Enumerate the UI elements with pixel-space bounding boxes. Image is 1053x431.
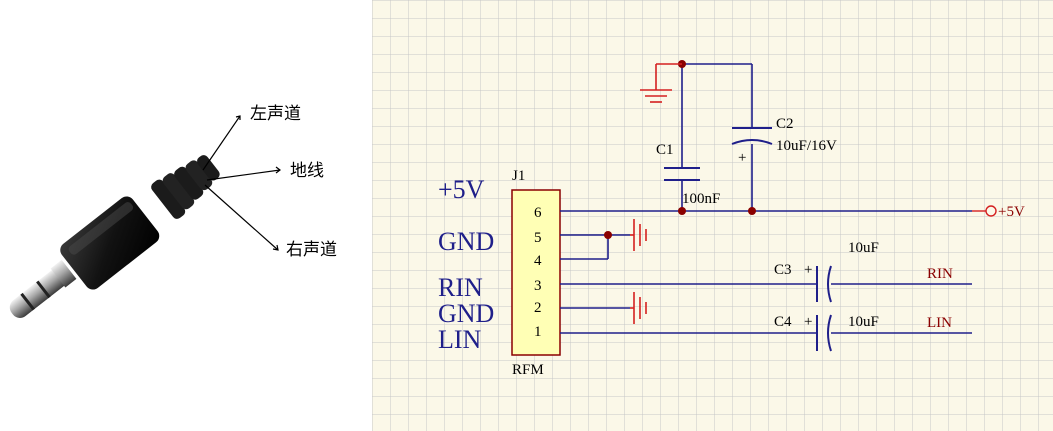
ground-symbol-mid: [630, 219, 647, 251]
pointer-lines: [202, 115, 281, 251]
label-ground: 地线: [290, 161, 324, 181]
capacitor-c2: [731, 127, 773, 145]
connector-ref: J1: [512, 168, 525, 184]
c1-value: 100nF: [682, 191, 720, 207]
connector-name: RFM: [512, 362, 544, 378]
net-label-rin: RIN: [438, 273, 483, 302]
capacitor-c3: [816, 265, 832, 303]
label-left-channel: 左声道: [250, 104, 301, 124]
c3-ref: C3: [774, 262, 792, 278]
plug-strain-relief: [151, 155, 220, 219]
grid-lines: [372, 0, 1053, 431]
net-label-gnd-2: GND: [438, 299, 494, 328]
schematic-diagram: J1 RFM 6 5 4 3 2 1 +5V GND RIN GND LIN: [372, 0, 1053, 431]
c2-ref: C2: [776, 116, 794, 132]
plug-pin: [9, 259, 77, 318]
lin-net-label: LIN: [927, 315, 952, 331]
c4-polarity: +: [804, 314, 812, 330]
wires: [560, 63, 972, 334]
rin-net-label: RIN: [927, 266, 953, 282]
c3-value: 10uF: [848, 240, 879, 256]
label-right-channel: 右声道: [286, 240, 337, 260]
audio-plug-photo: 左声道 地线 右声道: [9, 104, 337, 318]
c3-polarity: +: [804, 262, 812, 278]
pin-6: 6: [534, 205, 542, 221]
plug-body: [60, 196, 160, 290]
ground-symbol-top: [640, 63, 682, 103]
c1-ref: C1: [656, 142, 674, 158]
power-net-label: +5V: [998, 204, 1025, 220]
c4-value: 10uF: [848, 314, 879, 330]
c2-value: 10uF/16V: [776, 138, 837, 154]
capacitor-c1: [664, 167, 700, 181]
net-label-gnd-1: GND: [438, 227, 494, 256]
pin-2: 2: [534, 300, 542, 316]
net-label-plus5v: +5V: [438, 175, 485, 204]
pin-1: 1: [534, 324, 542, 340]
ground-symbol-bottom: [630, 292, 647, 324]
pin-4: 4: [534, 253, 542, 269]
connector-j1-body: [511, 189, 561, 356]
capacitor-c4: [816, 314, 832, 352]
pin-3: 3: [534, 278, 542, 294]
c2-polarity: +: [738, 150, 746, 166]
net-label-lin: LIN: [438, 325, 482, 354]
c4-ref: C4: [774, 314, 792, 330]
pin-5: 5: [534, 230, 542, 246]
